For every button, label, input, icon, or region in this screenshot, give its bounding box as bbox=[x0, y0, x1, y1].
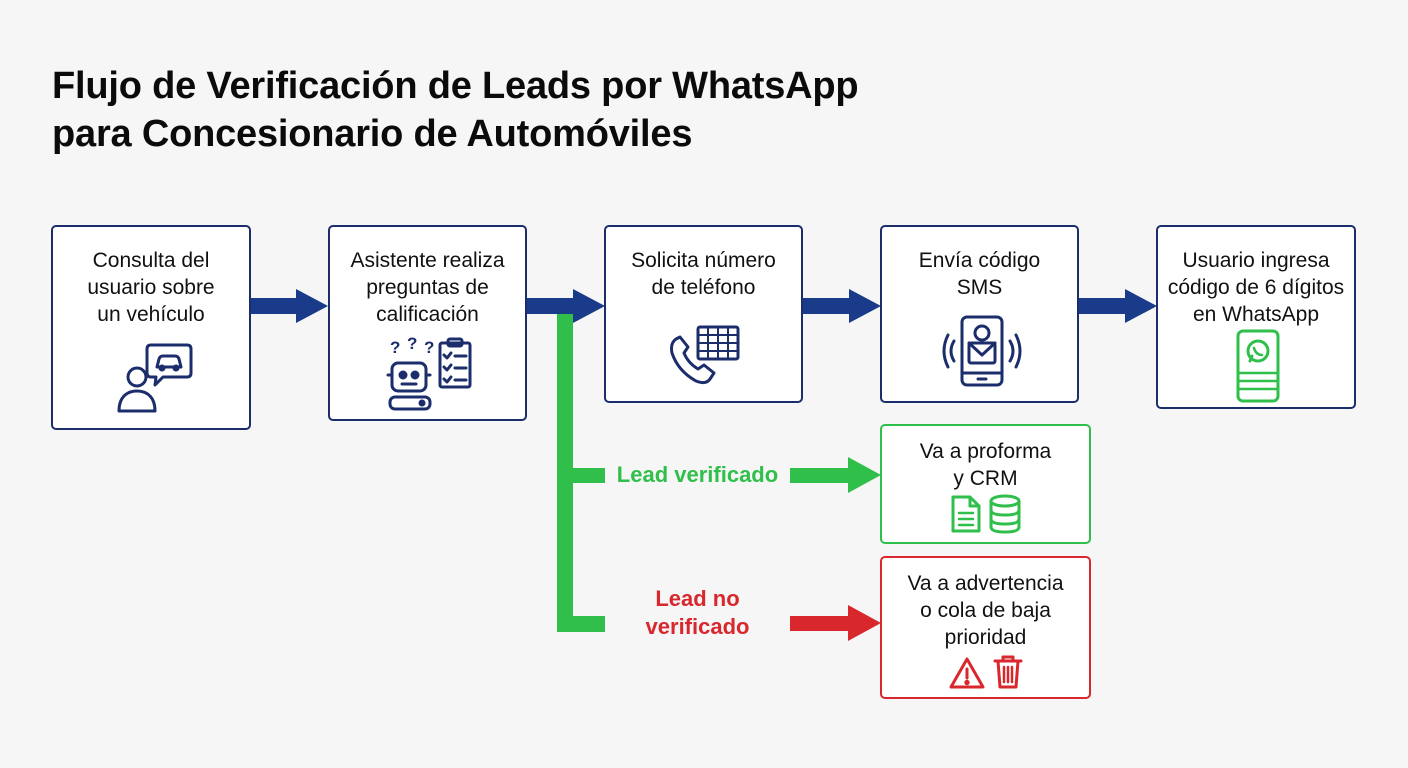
step-user-inquiry: Consulta del usuario sobre un vehículo bbox=[51, 225, 251, 430]
outcome-text: Va a proforma y CRM bbox=[919, 440, 1052, 490]
document-icon bbox=[951, 495, 981, 533]
outcome-proforma-crm: Va a proforma y CRM bbox=[880, 424, 1091, 544]
arrow-step2-step3 bbox=[527, 289, 605, 323]
page-title: Flujo de Verificación de Leads por Whats… bbox=[52, 62, 859, 158]
step-text: Consulta del usuario sobre un vehículo bbox=[87, 249, 215, 326]
step-text: Usuario ingresa código de 6 dígitos en W… bbox=[1167, 249, 1345, 326]
step-text: Envía código SMS bbox=[918, 249, 1041, 299]
step-text: Asistente realiza preguntas de calificac… bbox=[350, 249, 505, 326]
step-request-phone: Solicita número de teléfono bbox=[604, 225, 803, 403]
trash-icon bbox=[993, 655, 1023, 689]
arrow-step1-step2 bbox=[250, 289, 328, 323]
svg-text:?: ? bbox=[390, 338, 400, 357]
phone-keypad-icon bbox=[670, 325, 740, 385]
svg-text:?: ? bbox=[407, 335, 417, 353]
title-line-2: para Concesionario de Automóviles bbox=[52, 113, 693, 155]
smartphone-sms-icon bbox=[942, 315, 1022, 387]
title-line-1: Flujo de Verificación de Leads por Whats… bbox=[52, 65, 859, 107]
step-assistant-questions: Asistente realiza preguntas de calificac… bbox=[328, 225, 527, 421]
step-text: Solicita número de teléfono bbox=[631, 249, 776, 299]
verified-branch-label: Lead verificado bbox=[616, 462, 779, 487]
branch-connectors bbox=[557, 314, 881, 641]
step-send-sms: Envía código SMS bbox=[880, 225, 1079, 403]
whatsapp-phone-icon bbox=[1236, 329, 1280, 403]
database-icon bbox=[989, 494, 1021, 534]
warning-icon bbox=[949, 657, 985, 689]
svg-text:?: ? bbox=[424, 338, 434, 357]
arrow-step3-step4 bbox=[803, 289, 881, 323]
outcome-text: Va a advertencia o cola de baja priorida… bbox=[907, 572, 1064, 649]
outcome-warning-low-priority: Va a advertencia o cola de baja priorida… bbox=[880, 556, 1091, 699]
not-verified-branch-label: Lead no verificado bbox=[645, 586, 750, 639]
user-chat-car-icon bbox=[117, 343, 193, 413]
main-flow-arrows bbox=[250, 289, 1157, 323]
arrow-step4-step5 bbox=[1079, 289, 1157, 323]
step-user-enters-code: Usuario ingresa código de 6 dígitos en W… bbox=[1156, 225, 1356, 409]
robot-checklist-icon: ? ? ? bbox=[386, 335, 472, 411]
